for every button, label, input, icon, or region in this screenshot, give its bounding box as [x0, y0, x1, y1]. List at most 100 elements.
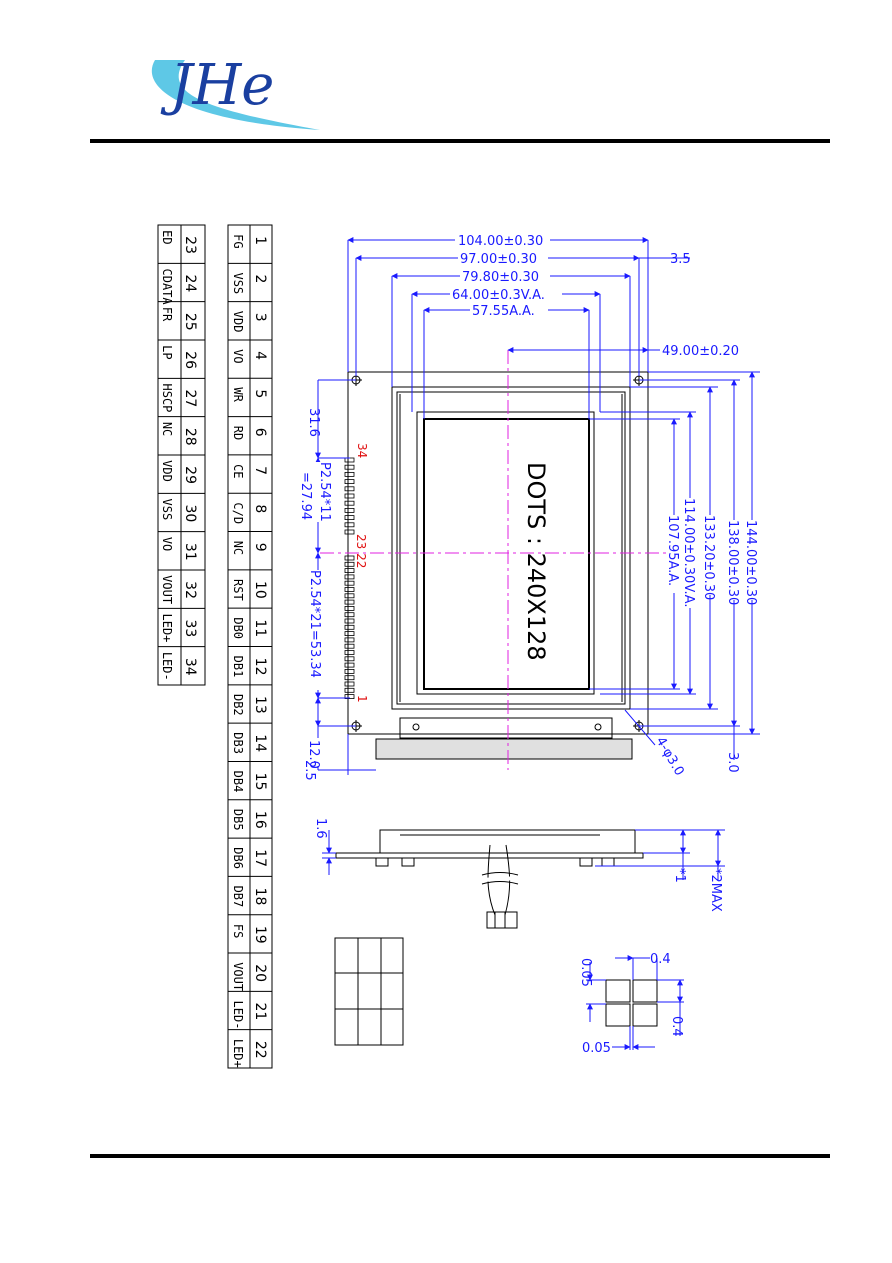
pin-signal: VDD — [160, 460, 174, 482]
side-view-dimensions — [322, 829, 725, 880]
dim-hole-offset-h: 3.0 — [725, 752, 740, 773]
pin-number: 14 — [252, 734, 268, 752]
pin-23-22-label: 23 22 — [354, 534, 368, 568]
dim-holes: 4-φ3.0 — [653, 735, 687, 779]
dim-height-va: 114.00±0.30V.A. — [681, 498, 696, 607]
pin-number: 11 — [252, 619, 268, 637]
bezel-outer — [391, 386, 631, 710]
pin-signal: LED- — [231, 1001, 245, 1030]
pin-signal: RST — [231, 579, 245, 601]
pin-signal: VO — [160, 537, 174, 551]
pin-number: 26 — [182, 351, 198, 369]
pin-signal: LED+ — [231, 1039, 245, 1068]
pin-signal: NC — [160, 422, 174, 436]
dim-left-bottom: 12.0 — [306, 740, 321, 769]
left-dimensions — [315, 379, 376, 775]
dim-side-max: *2MAX — [708, 868, 723, 912]
dim-side-t1: 1.6 — [313, 818, 328, 839]
pin-number: 10 — [252, 581, 268, 599]
pin-number: 15 — [252, 773, 268, 791]
pin-number: 6 — [252, 428, 268, 437]
header-rule — [90, 139, 830, 143]
pin-number: 25 — [182, 313, 198, 331]
active-area — [423, 418, 590, 690]
pin-signal: RD — [231, 426, 245, 440]
side-view-dimension-labels: 1.6 *1 *2MAX — [313, 818, 723, 912]
pin-number: 7 — [252, 466, 268, 475]
pin-number: 23 — [182, 236, 198, 254]
dim-dot-size-right: 0.4 — [669, 1016, 684, 1037]
pin-signal: NC — [231, 541, 245, 555]
pin-number: 28 — [182, 428, 198, 446]
pin-number: 24 — [182, 275, 198, 293]
company-logo: JHe — [151, 53, 320, 130]
logo-text: JHe — [160, 53, 274, 118]
pin-number: 12 — [252, 658, 268, 676]
pin-number: 3 — [252, 313, 268, 322]
pin-signal: VSS — [160, 499, 174, 521]
right-dimension-labels: 144.00±0.30 138.00±0.30 133.20±0.30 114.… — [653, 498, 759, 779]
pin-1-label: 1 — [355, 695, 369, 703]
backlight-tab — [375, 738, 633, 760]
pin-number: 29 — [182, 466, 198, 484]
pin-number: 30 — [182, 505, 198, 523]
dim-dot-gap-left: 0.05 — [578, 958, 593, 987]
pin-signal: DB5 — [231, 809, 245, 831]
logo-arc-icon — [151, 60, 320, 130]
dot-detail-dimensions — [586, 955, 684, 1050]
module-side-view — [335, 829, 644, 929]
pin-signal: VOUT — [231, 962, 245, 991]
dim-height-holes: 138.00±0.30 — [725, 520, 740, 605]
pin-number: 5 — [252, 389, 268, 398]
pin-number: 8 — [252, 504, 268, 513]
dim-side-t2: *1 — [672, 868, 687, 883]
dot-detail-labels: 0.4 0.05 0.4 0.05 — [578, 952, 684, 1056]
pin-header — [344, 457, 355, 699]
pin-signal: VO — [231, 349, 245, 363]
top-dimension-labels: 104.00±0.30 97.00±0.30 3.5 79.80±0.30 64… — [450, 232, 739, 359]
pin-number: 18 — [252, 888, 268, 906]
pin-signal: ED — [160, 230, 174, 244]
dim-width-bezel: 79.80±0.30 — [462, 270, 539, 285]
pin-table-left: 1FG2VSS3VDD4VO5WR6RD7CE8C/D9NC10RST11DB0… — [227, 224, 273, 1069]
dim-width-holes: 97.00±0.30 — [460, 252, 537, 267]
dim-hole-offset-w: 3.5 — [670, 252, 691, 267]
pin-table-right: 23ED24CDATA25FR26LP27HSCP28NC29VDD30VSS3… — [157, 224, 206, 686]
pin-number: 13 — [252, 696, 268, 714]
display-dots-label: DOTS : 240X128 — [522, 462, 550, 661]
pin-number: 2 — [252, 274, 268, 283]
pin-number: 33 — [182, 620, 198, 638]
pin-number: 32 — [182, 581, 198, 599]
pin-number: 27 — [182, 390, 198, 408]
pin-signal: CE — [231, 464, 245, 478]
pin-signal: VOUT — [160, 575, 174, 604]
pin-signal: VSS — [231, 272, 245, 294]
dot-grid-small — [334, 937, 404, 1046]
bezel-inner — [396, 391, 626, 705]
dim-height-aa: 107.95A.A. — [665, 515, 680, 586]
dim-pitch-21: P2.54*21=53.34 — [307, 570, 322, 678]
pin-signal: HSCP — [160, 384, 174, 413]
pin-signal: FR — [160, 307, 174, 322]
pin-signal: DB6 — [231, 847, 245, 869]
pin-signal: WR — [231, 387, 245, 402]
dot-detail — [605, 979, 658, 1027]
pin-signal: DB4 — [231, 771, 245, 793]
pin-number: 16 — [252, 811, 268, 829]
dim-dot-size-top: 0.4 — [650, 952, 671, 967]
connector-pin-labels: 34 23 22 1 — [354, 443, 369, 703]
pin-signal: DB3 — [231, 732, 245, 754]
dim-height-bezel: 133.20±0.30 — [701, 515, 716, 600]
module-top-view — [344, 371, 649, 760]
dim-height-total: 144.00±0.30 — [743, 520, 758, 605]
pin-signal: VDD — [231, 311, 245, 333]
pin-number: 21 — [252, 1003, 268, 1021]
pin-signal: LP — [160, 345, 174, 359]
pin-signal: DB7 — [231, 886, 245, 908]
pin-number: 9 — [252, 543, 268, 552]
pin-signal: FG — [231, 234, 245, 248]
dim-pitch-11: P2.54*11 — [317, 462, 332, 522]
dim-left-top: 31.6 — [306, 408, 321, 437]
pin-number: 34 — [182, 658, 198, 676]
